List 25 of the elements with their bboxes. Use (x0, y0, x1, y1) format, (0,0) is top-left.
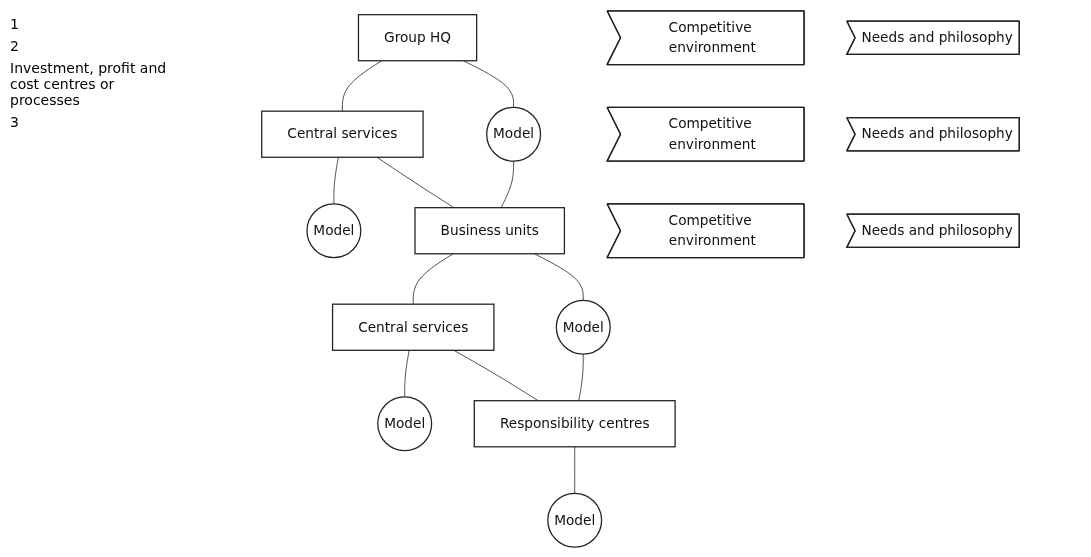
connector (578, 353, 584, 401)
connector (342, 59, 383, 112)
connector (404, 349, 410, 397)
node-box: Group HQ (357, 13, 478, 61)
node-circle: Model (486, 106, 542, 162)
connector (376, 156, 455, 208)
connector (574, 445, 576, 494)
node-circle: Model (547, 492, 603, 548)
node-circle: Model (306, 202, 362, 258)
connector (453, 349, 539, 401)
connector (463, 59, 514, 108)
node-box: Central services (331, 303, 495, 351)
node-circle: Model (377, 395, 433, 451)
note-label: Investment, profit and cost centres or processes (10, 60, 168, 108)
connector (412, 252, 454, 305)
connector (500, 160, 514, 208)
node-box: Responsibility centres (473, 399, 676, 447)
node-box: Business units (414, 206, 566, 254)
connector (533, 252, 584, 301)
connector (333, 156, 339, 204)
note-label: 3 (10, 114, 20, 130)
note-label: 2 (10, 38, 20, 54)
note-label: 1 (10, 16, 20, 32)
node-circle: Model (555, 299, 611, 355)
node-box: Central services (261, 110, 424, 158)
